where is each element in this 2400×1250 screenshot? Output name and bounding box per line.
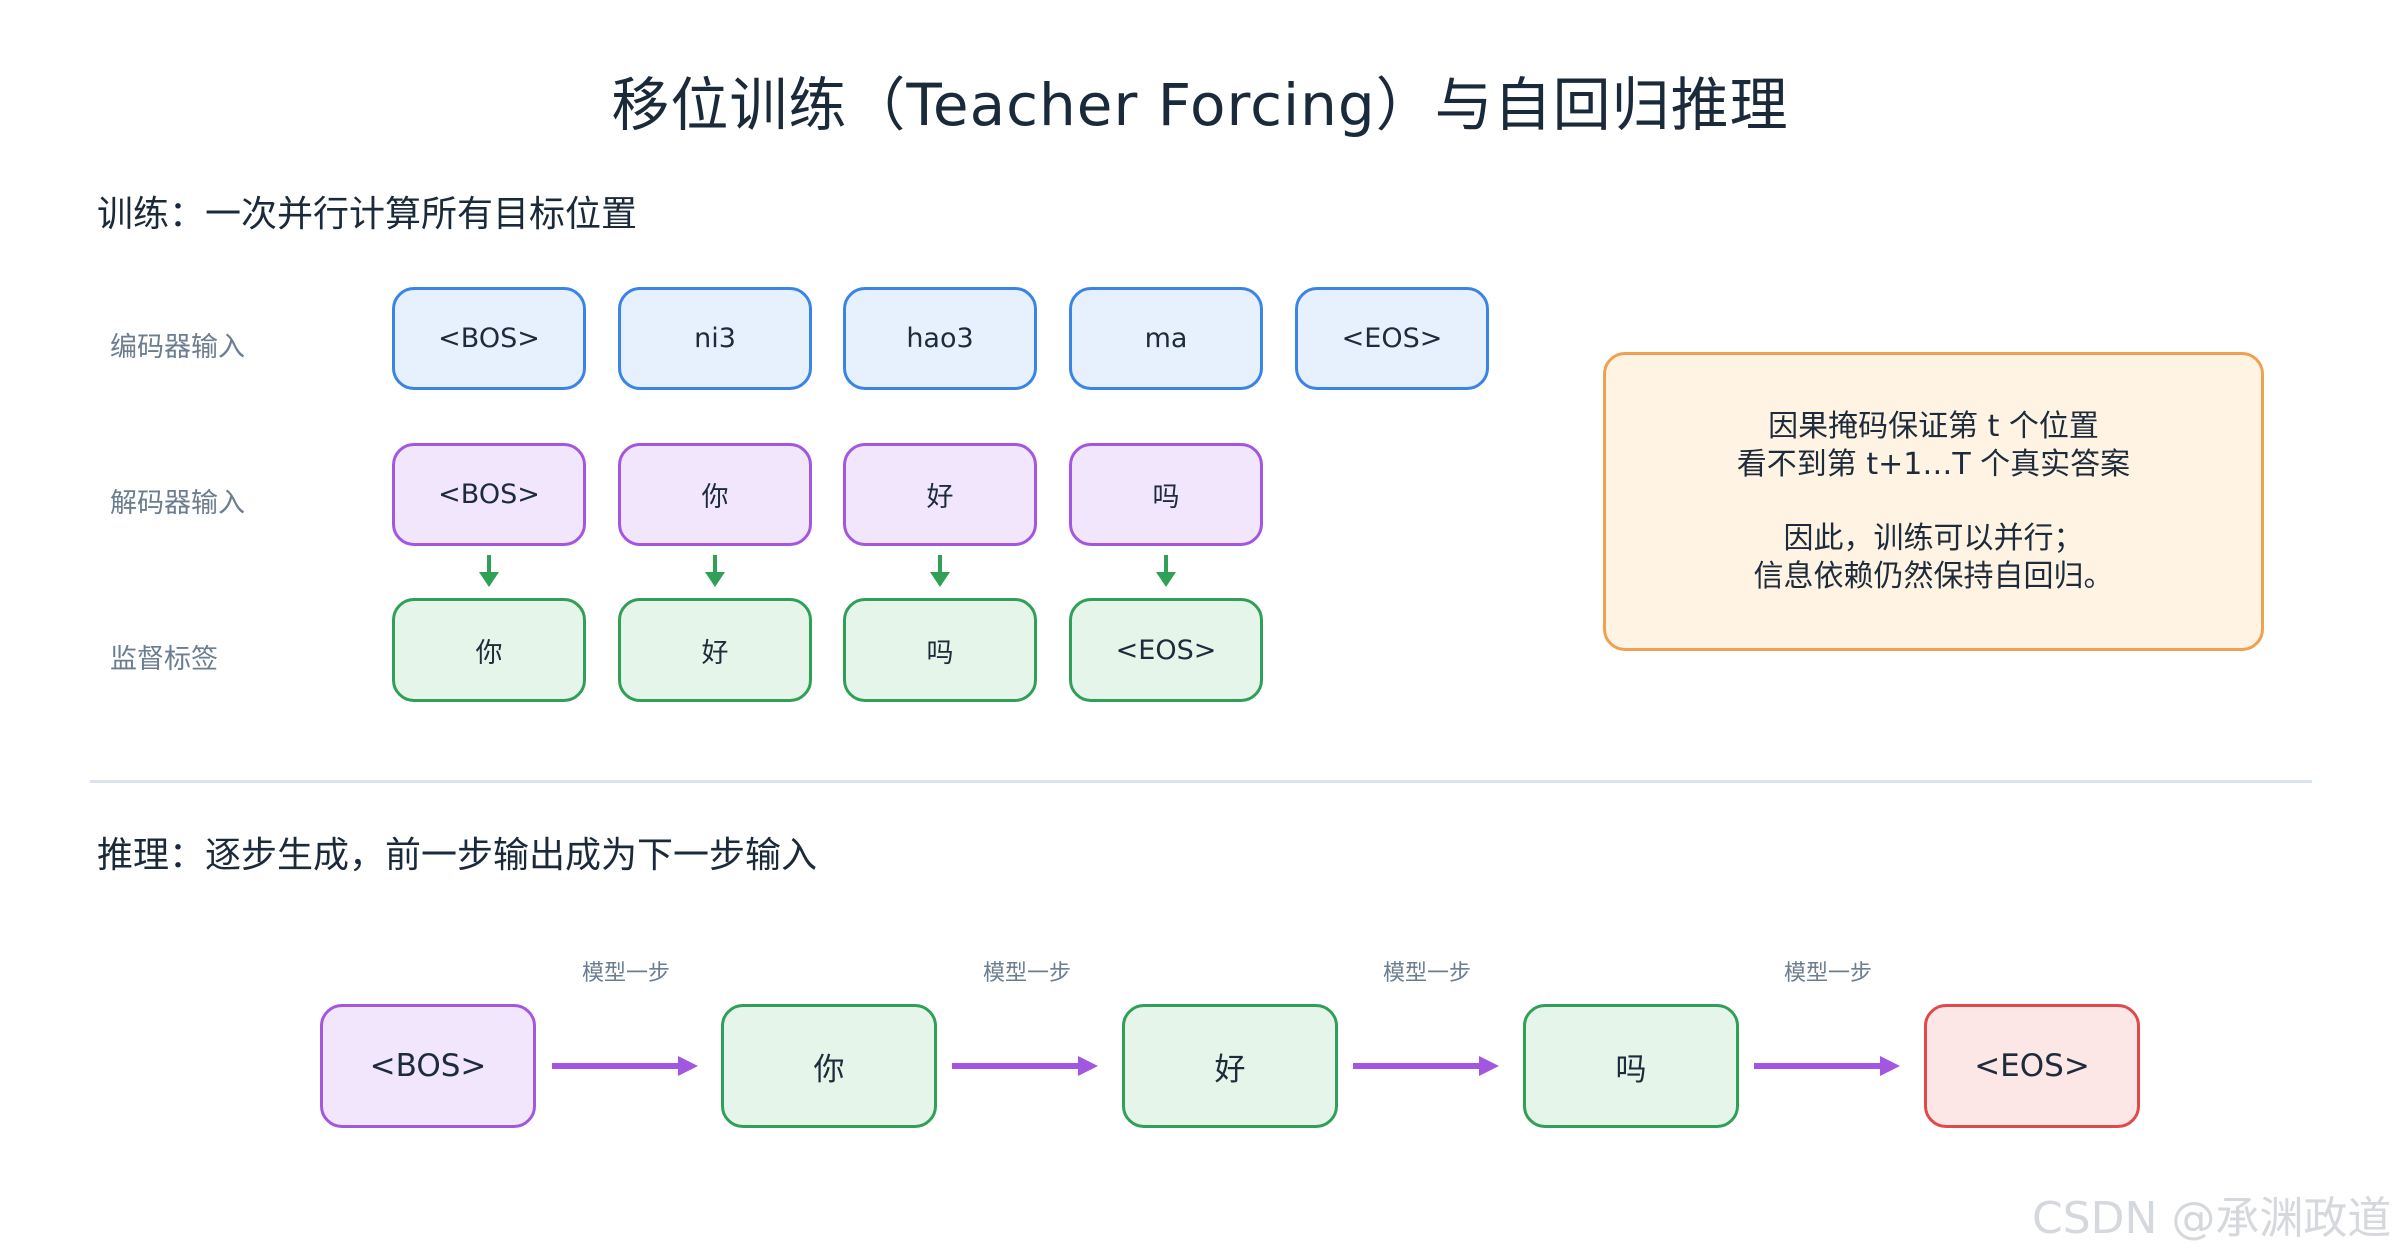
step-label: 模型一步 xyxy=(1382,961,1471,986)
encoder-row-label: 编码器输入 xyxy=(110,332,245,363)
step-label: 模型一步 xyxy=(1783,961,1872,986)
label-token: 吗 xyxy=(843,598,1037,702)
note-line: 因此，训练可以并行； xyxy=(1783,520,2084,556)
causal-mask-note: 因果掩码保证第 t 个位置 看不到第 t+1…T 个真实答案 因此，训练可以并行… xyxy=(1603,352,2264,651)
encoder-token: ma xyxy=(1069,287,1263,390)
encoder-token: hao3 xyxy=(843,287,1037,390)
inference-token-eos: <EOS> xyxy=(1924,1004,2140,1128)
step-label: 模型一步 xyxy=(982,961,1071,986)
down-arrow-icon xyxy=(930,555,950,587)
supervision-row-label: 监督标签 xyxy=(110,644,218,675)
encoder-token: <BOS> xyxy=(392,287,586,390)
section-divider xyxy=(90,780,2312,783)
decoder-row-label: 解码器输入 xyxy=(110,488,245,519)
watermark: CSDN @承渊政道 xyxy=(2032,1193,2392,1244)
inference-token-bos: <BOS> xyxy=(320,1004,536,1128)
encoder-token: ni3 xyxy=(618,287,812,390)
decoder-token: <BOS> xyxy=(392,443,586,546)
encoder-token: <EOS> xyxy=(1295,287,1489,390)
down-arrow-icon xyxy=(479,555,499,587)
training-heading: 训练：一次并行计算所有目标位置 xyxy=(97,194,638,235)
note-line: 看不到第 t+1…T 个真实答案 xyxy=(1736,446,2131,482)
inference-token: 你 xyxy=(721,1004,937,1128)
decoder-token: 好 xyxy=(843,443,1037,546)
right-arrow-icon xyxy=(1754,1056,1900,1076)
decoder-token: 你 xyxy=(618,443,812,546)
right-arrow-icon xyxy=(552,1056,698,1076)
decoder-token: 吗 xyxy=(1069,443,1263,546)
step-label: 模型一步 xyxy=(581,961,670,986)
page-title: 移位训练（Teacher Forcing）与自回归推理 xyxy=(611,71,1789,139)
down-arrow-icon xyxy=(705,555,725,587)
label-token: 好 xyxy=(618,598,812,702)
note-line: 信息依赖仍然保持自回归。 xyxy=(1753,558,2114,594)
down-arrow-icon xyxy=(1156,555,1176,587)
inference-token: 好 xyxy=(1122,1004,1338,1128)
inference-token: 吗 xyxy=(1523,1004,1739,1128)
right-arrow-icon xyxy=(952,1056,1098,1076)
inference-heading: 推理：逐步生成，前一步输出成为下一步输入 xyxy=(97,835,818,876)
label-token: 你 xyxy=(392,598,586,702)
note-line: 因果掩码保证第 t 个位置 xyxy=(1768,408,2099,444)
right-arrow-icon xyxy=(1353,1056,1499,1076)
label-token: <EOS> xyxy=(1069,598,1263,702)
